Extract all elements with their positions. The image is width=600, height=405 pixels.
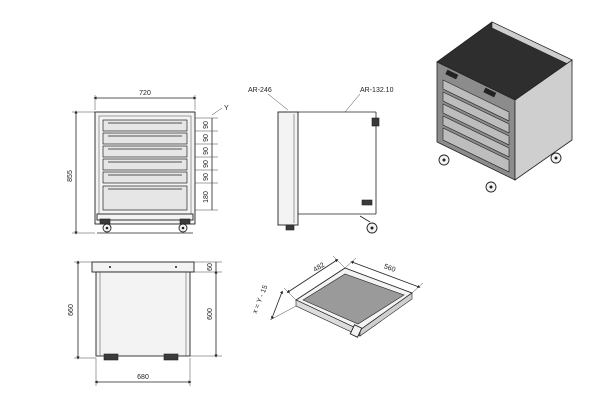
tray-width-dimension: 560 [383, 263, 396, 274]
drawer-height-5: 90 [203, 173, 210, 181]
callout-ar-132-10: AR-132.10 [360, 87, 394, 94]
front-height-dimension: 855 [67, 170, 74, 182]
plan-caster-left [103, 353, 119, 361]
tray-formula-label: x = Y - 15 [252, 284, 270, 314]
drawer-3 [102, 145, 188, 158]
side-caster [359, 215, 378, 234]
plan-width-dimension: 680 [137, 374, 149, 381]
drawer-1 [102, 119, 188, 132]
front-caster-left [99, 218, 112, 233]
drawer-height-2: 90 [203, 134, 210, 142]
drawer-2 [102, 132, 188, 145]
y-axis-marker: Y [224, 105, 229, 112]
iso-caster-1 [438, 154, 450, 166]
side-view: AR-246 AR-132.10 [248, 87, 394, 234]
iso-side-face [514, 59, 573, 181]
plan-depth-dimension: 660 [68, 304, 75, 316]
drawer-6 [102, 185, 188, 211]
drawer-4 [102, 158, 188, 171]
front-view: 720 855 [67, 90, 229, 235]
drawer-height-3: 90 [203, 147, 210, 155]
front-caster-right [178, 218, 191, 233]
tray-view: 482 560 x = Y - 15 [252, 255, 424, 338]
front-width-dimension: 720 [139, 90, 151, 97]
plan-caster-right [163, 353, 179, 361]
plan-inner-depth-dimension: 600 [207, 308, 214, 320]
side-handle [361, 199, 373, 206]
iso-caster-3 [550, 152, 562, 164]
plan-view: 660 60 600 680 [68, 260, 222, 386]
callout-ar-246: AR-246 [248, 87, 272, 94]
drawer-5 [102, 171, 188, 184]
plan-top-offset-dimension: 60 [207, 263, 214, 271]
drawer-height-1: 90 [203, 121, 210, 129]
plan-body [95, 271, 191, 357]
iso-caster-2 [485, 181, 497, 193]
side-door-panel [277, 111, 299, 226]
drawer-height-4: 90 [203, 160, 210, 168]
lock-icon [371, 117, 380, 127]
isometric-view [436, 21, 573, 193]
drawer-height-6: 180 [203, 191, 210, 203]
